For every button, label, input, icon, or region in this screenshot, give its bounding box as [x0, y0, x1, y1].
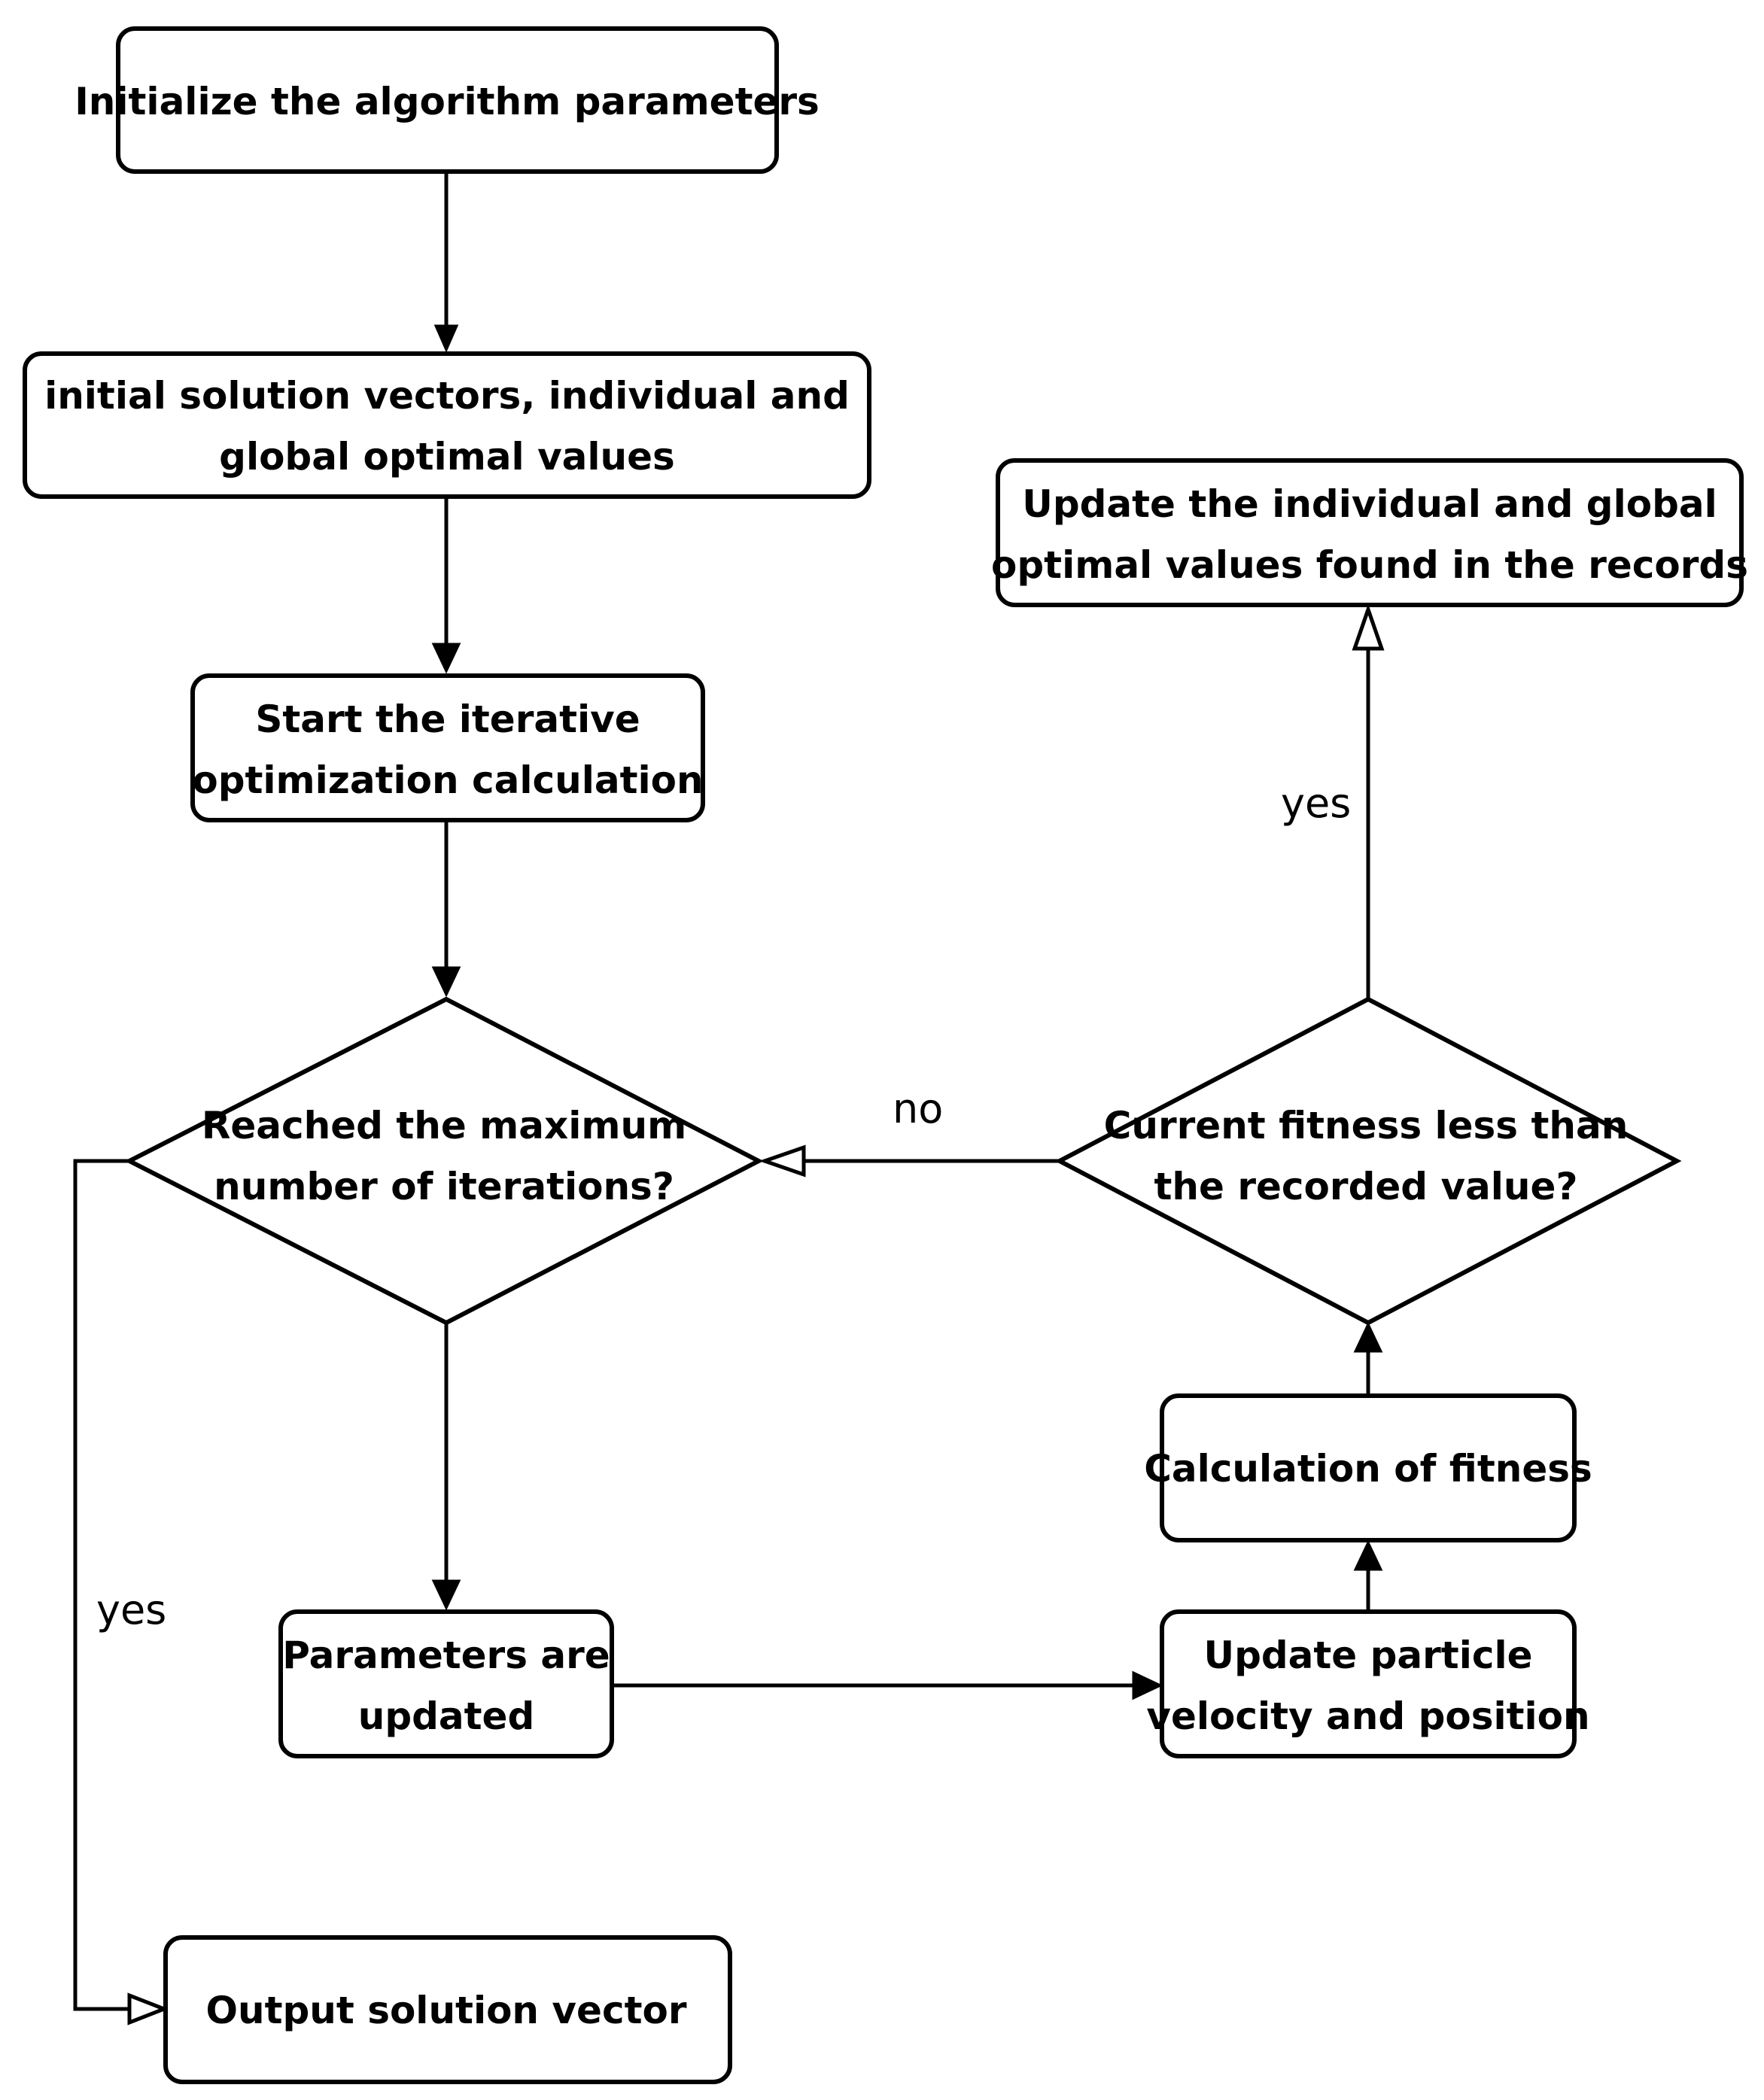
- node-label: initial solution vectors, individual and: [44, 374, 850, 418]
- node-label: Update particle: [1203, 1634, 1532, 1677]
- process-box-update-particle: Update particle velocity and position: [1146, 1609, 1590, 1758]
- node-label: Calculation of fitness: [1144, 1447, 1592, 1491]
- arrowhead-output-solution: [127, 1992, 169, 2026]
- node-label: Initialize the algorithm parameters: [75, 80, 820, 123]
- process-box-calc-fitness: Calculation of fitness: [1144, 1393, 1592, 1542]
- node-label: Current fitness less than: [1104, 1104, 1629, 1147]
- terminal-box-output-solution: Output solution vector: [163, 1935, 732, 2084]
- edge-label-fitness-yes: yes: [1281, 780, 1351, 827]
- node-label: optimization calculation: [192, 758, 703, 802]
- arrowhead-calc-fitness: [1353, 1539, 1383, 1571]
- process-box-update-optimal: Update the individual and global optimal…: [991, 458, 1748, 607]
- node-label: the recorded value?: [1154, 1165, 1578, 1208]
- process-box-initial-solution: initial solution vectors, individual and…: [23, 351, 871, 499]
- node-label: Reached the maximum: [202, 1104, 686, 1147]
- node-label: Start the iterative: [255, 697, 640, 741]
- node-label: number of iterations?: [214, 1165, 674, 1208]
- edge-label-fitness-no: no: [893, 1085, 943, 1132]
- process-box-initialize: Initialize the algorithm parameters: [75, 26, 820, 174]
- node-label: optimal values found in the records: [991, 543, 1748, 587]
- arrowhead-initial-solution: [433, 324, 459, 353]
- arrowhead-fitness-compare: [1353, 1321, 1383, 1353]
- edge-label-max-yes: yes: [96, 1586, 166, 1634]
- node-label: Parameters are: [282, 1634, 610, 1677]
- arrowhead-max-iterations-top: [431, 966, 461, 998]
- edge-max-yes-to-output: [73, 1159, 129, 2011]
- node-label: Output solution vector: [206, 1989, 687, 2032]
- edges: [73, 173, 1385, 2026]
- node-label: global optimal values: [219, 435, 675, 479]
- process-box-params-updated: Parameters are updated: [278, 1609, 614, 1758]
- process-box-start-iterative: Start the iterative optimization calcula…: [190, 673, 705, 822]
- arrowhead-update-optimal: [1352, 603, 1385, 651]
- node-label: velocity and position: [1146, 1694, 1589, 1738]
- arrowhead-start-iterative: [431, 643, 461, 674]
- node-label: updated: [358, 1694, 535, 1738]
- decision-diamond-max-iterations: Reached the maximum number of iterations…: [124, 996, 764, 1326]
- arrowhead-update-particle: [1132, 1670, 1163, 1700]
- arrowhead-params-updated: [431, 1579, 461, 1611]
- decision-diamond-fitness-compare: Current fitness less than the recorded v…: [1054, 996, 1682, 1326]
- node-label: Update the individual and global: [1022, 482, 1717, 526]
- arrowhead-max-iterations-right: [759, 1144, 806, 1178]
